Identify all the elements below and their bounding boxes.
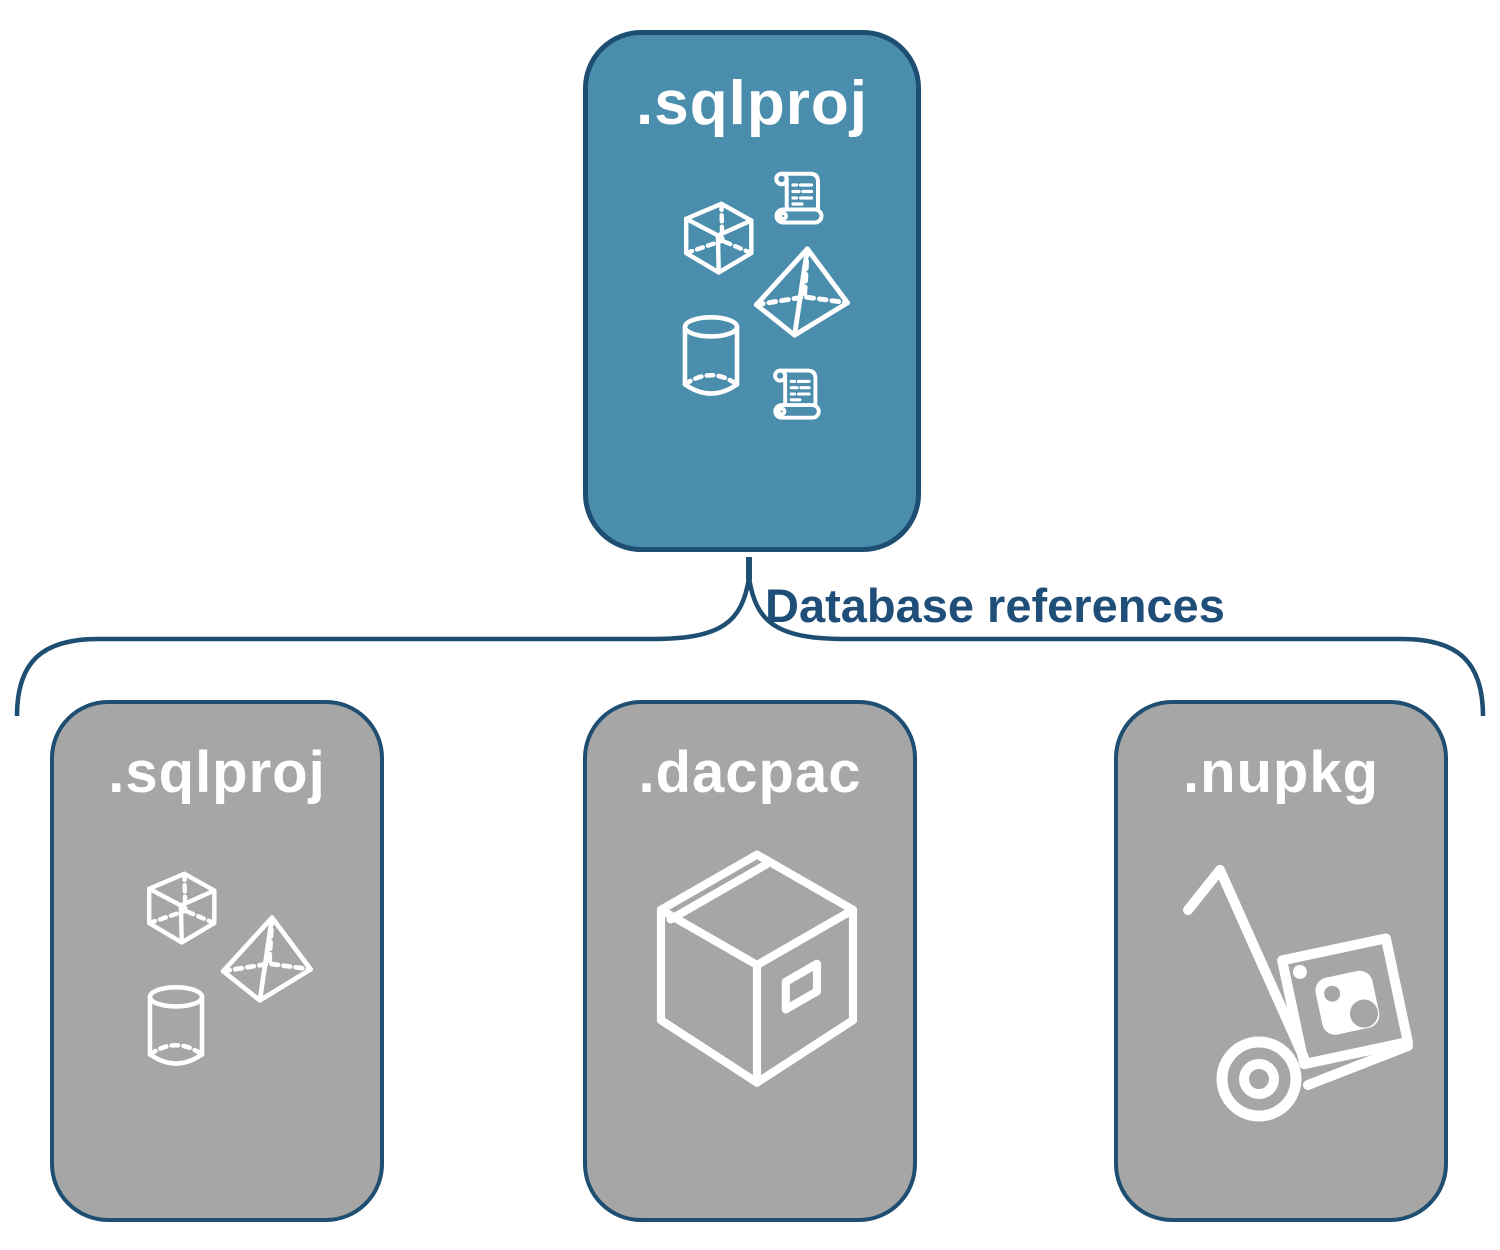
cube-icon xyxy=(684,201,754,275)
pyramid-icon xyxy=(220,915,313,1003)
hand-truck-icon xyxy=(1183,865,1413,1122)
scroll-icon xyxy=(773,368,821,420)
cube-icon xyxy=(147,871,217,945)
parent-label: .sqlproj xyxy=(636,69,868,138)
connector-label: Database references xyxy=(765,579,1225,632)
scroll-icon xyxy=(774,171,824,225)
child-label: .nupkg xyxy=(1182,740,1380,805)
node-parent-sqlproj: .sqlproj xyxy=(583,30,921,552)
child-label: .sqlproj xyxy=(108,740,326,805)
brace-path-left xyxy=(14,577,752,717)
node-child-dacpac: .dacpac xyxy=(583,700,917,1222)
node-child-nupkg: .nupkg xyxy=(1114,700,1448,1222)
cylinder-icon xyxy=(147,985,205,1066)
pyramid-icon xyxy=(753,246,850,338)
package-box-icon xyxy=(656,850,858,1087)
node-child-sqlproj: .sqlproj xyxy=(50,700,384,1222)
nuget-package-icon xyxy=(1277,933,1413,1070)
child-label: .dacpac xyxy=(638,740,862,805)
cylinder-icon xyxy=(682,315,740,396)
